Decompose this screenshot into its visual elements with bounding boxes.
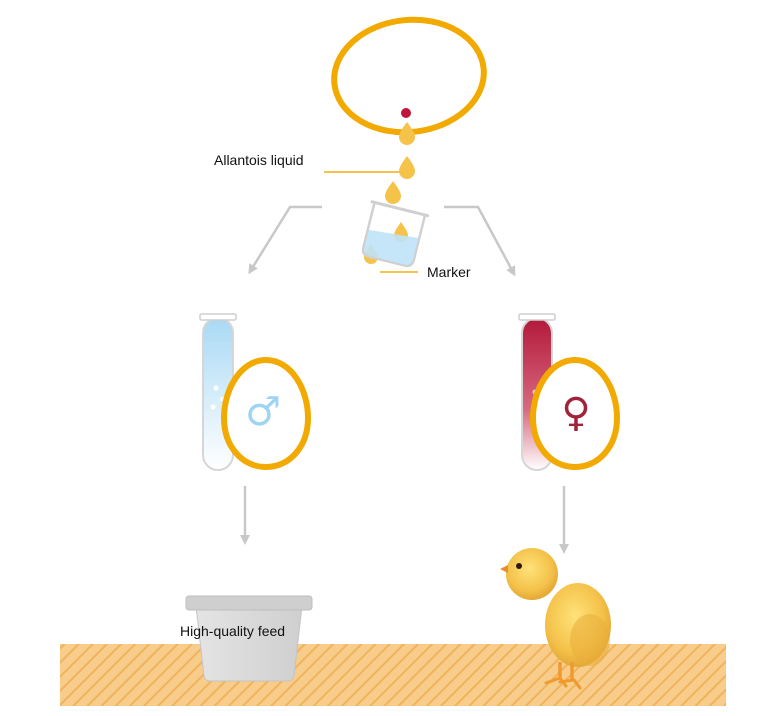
male-symbol-icon: ♂	[245, 389, 281, 435]
droplet-icon	[399, 122, 415, 145]
female-egg-outline	[529, 356, 621, 471]
marker-beaker-icon	[361, 199, 430, 268]
droplet-icon	[399, 156, 415, 179]
arrow-to-female	[444, 205, 516, 277]
chick-icon	[500, 548, 611, 690]
high-quality-feed-label: High-quality feed	[180, 623, 286, 639]
female-symbol-icon: ♀	[561, 390, 590, 436]
allantois-liquid-label: Allantois liquid	[214, 152, 304, 168]
male-egg-outline	[220, 356, 312, 471]
marker-label: Marker	[427, 264, 471, 280]
droplet-icon	[385, 181, 401, 204]
ground-hatched	[60, 644, 726, 706]
blood-drop-icon	[401, 108, 411, 118]
top-egg-outline	[331, 16, 487, 136]
arrow-to-male	[248, 205, 322, 275]
feed-bucket-icon	[185, 595, 313, 682]
